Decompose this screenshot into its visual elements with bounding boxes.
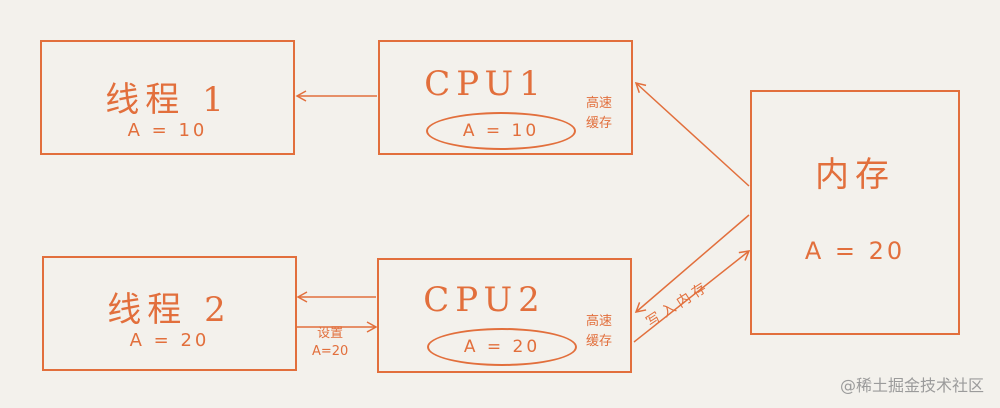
watermark: @稀土掘金技术社区 bbox=[839, 376, 984, 395]
set-label-line2: A=20 bbox=[312, 344, 349, 359]
cpu1-cache-value: A = 10 bbox=[462, 121, 540, 141]
cpu1-title: CPU1 bbox=[424, 64, 547, 104]
arrow-memory-to-cpu1 bbox=[634, 81, 750, 187]
cpu1-cache-label: 高速 缓存 bbox=[586, 96, 612, 132]
cpu2-cache-label: 高速 缓存 bbox=[586, 314, 612, 350]
thread2-value: A = 20 bbox=[129, 330, 210, 351]
arrow-memory-to-cpu2 bbox=[634, 214, 750, 314]
cpu1-cache-ellipse: A = 10 bbox=[426, 112, 576, 150]
cpu1-cache-label-line2: 缓存 bbox=[586, 116, 613, 131]
cpu2-cache-label-line2: 缓存 bbox=[586, 334, 613, 349]
thread2-box: 线程 2 A = 20 bbox=[42, 256, 297, 371]
cpu1-cache-label-line1: 高速 bbox=[586, 96, 613, 111]
set-label-line1: 设置 bbox=[317, 326, 344, 341]
cpu2-box: CPU2 A = 20 高速 缓存 bbox=[377, 258, 632, 373]
thread1-box: 线程 1 A = 10 bbox=[40, 40, 295, 155]
memory-box: 内存 A = 20 bbox=[750, 90, 960, 335]
set-label: 设置 A=20 bbox=[312, 326, 348, 360]
cpu2-cache-value: A = 20 bbox=[463, 337, 541, 357]
arrow-cpu2-to-memory bbox=[633, 250, 751, 343]
thread1-title: 线程 1 bbox=[105, 80, 230, 120]
memory-title: 内存 bbox=[815, 155, 895, 195]
cpu1-box: CPU1 A = 10 高速 缓存 bbox=[378, 40, 633, 155]
cpu2-cache-ellipse: A = 20 bbox=[427, 328, 577, 366]
cpu2-title: CPU2 bbox=[423, 280, 546, 320]
cpu2-cache-label-line1: 高速 bbox=[586, 314, 613, 329]
thread1-value: A = 10 bbox=[127, 120, 208, 141]
memory-value: A = 20 bbox=[804, 237, 906, 265]
thread2-title: 线程 2 bbox=[107, 290, 232, 330]
